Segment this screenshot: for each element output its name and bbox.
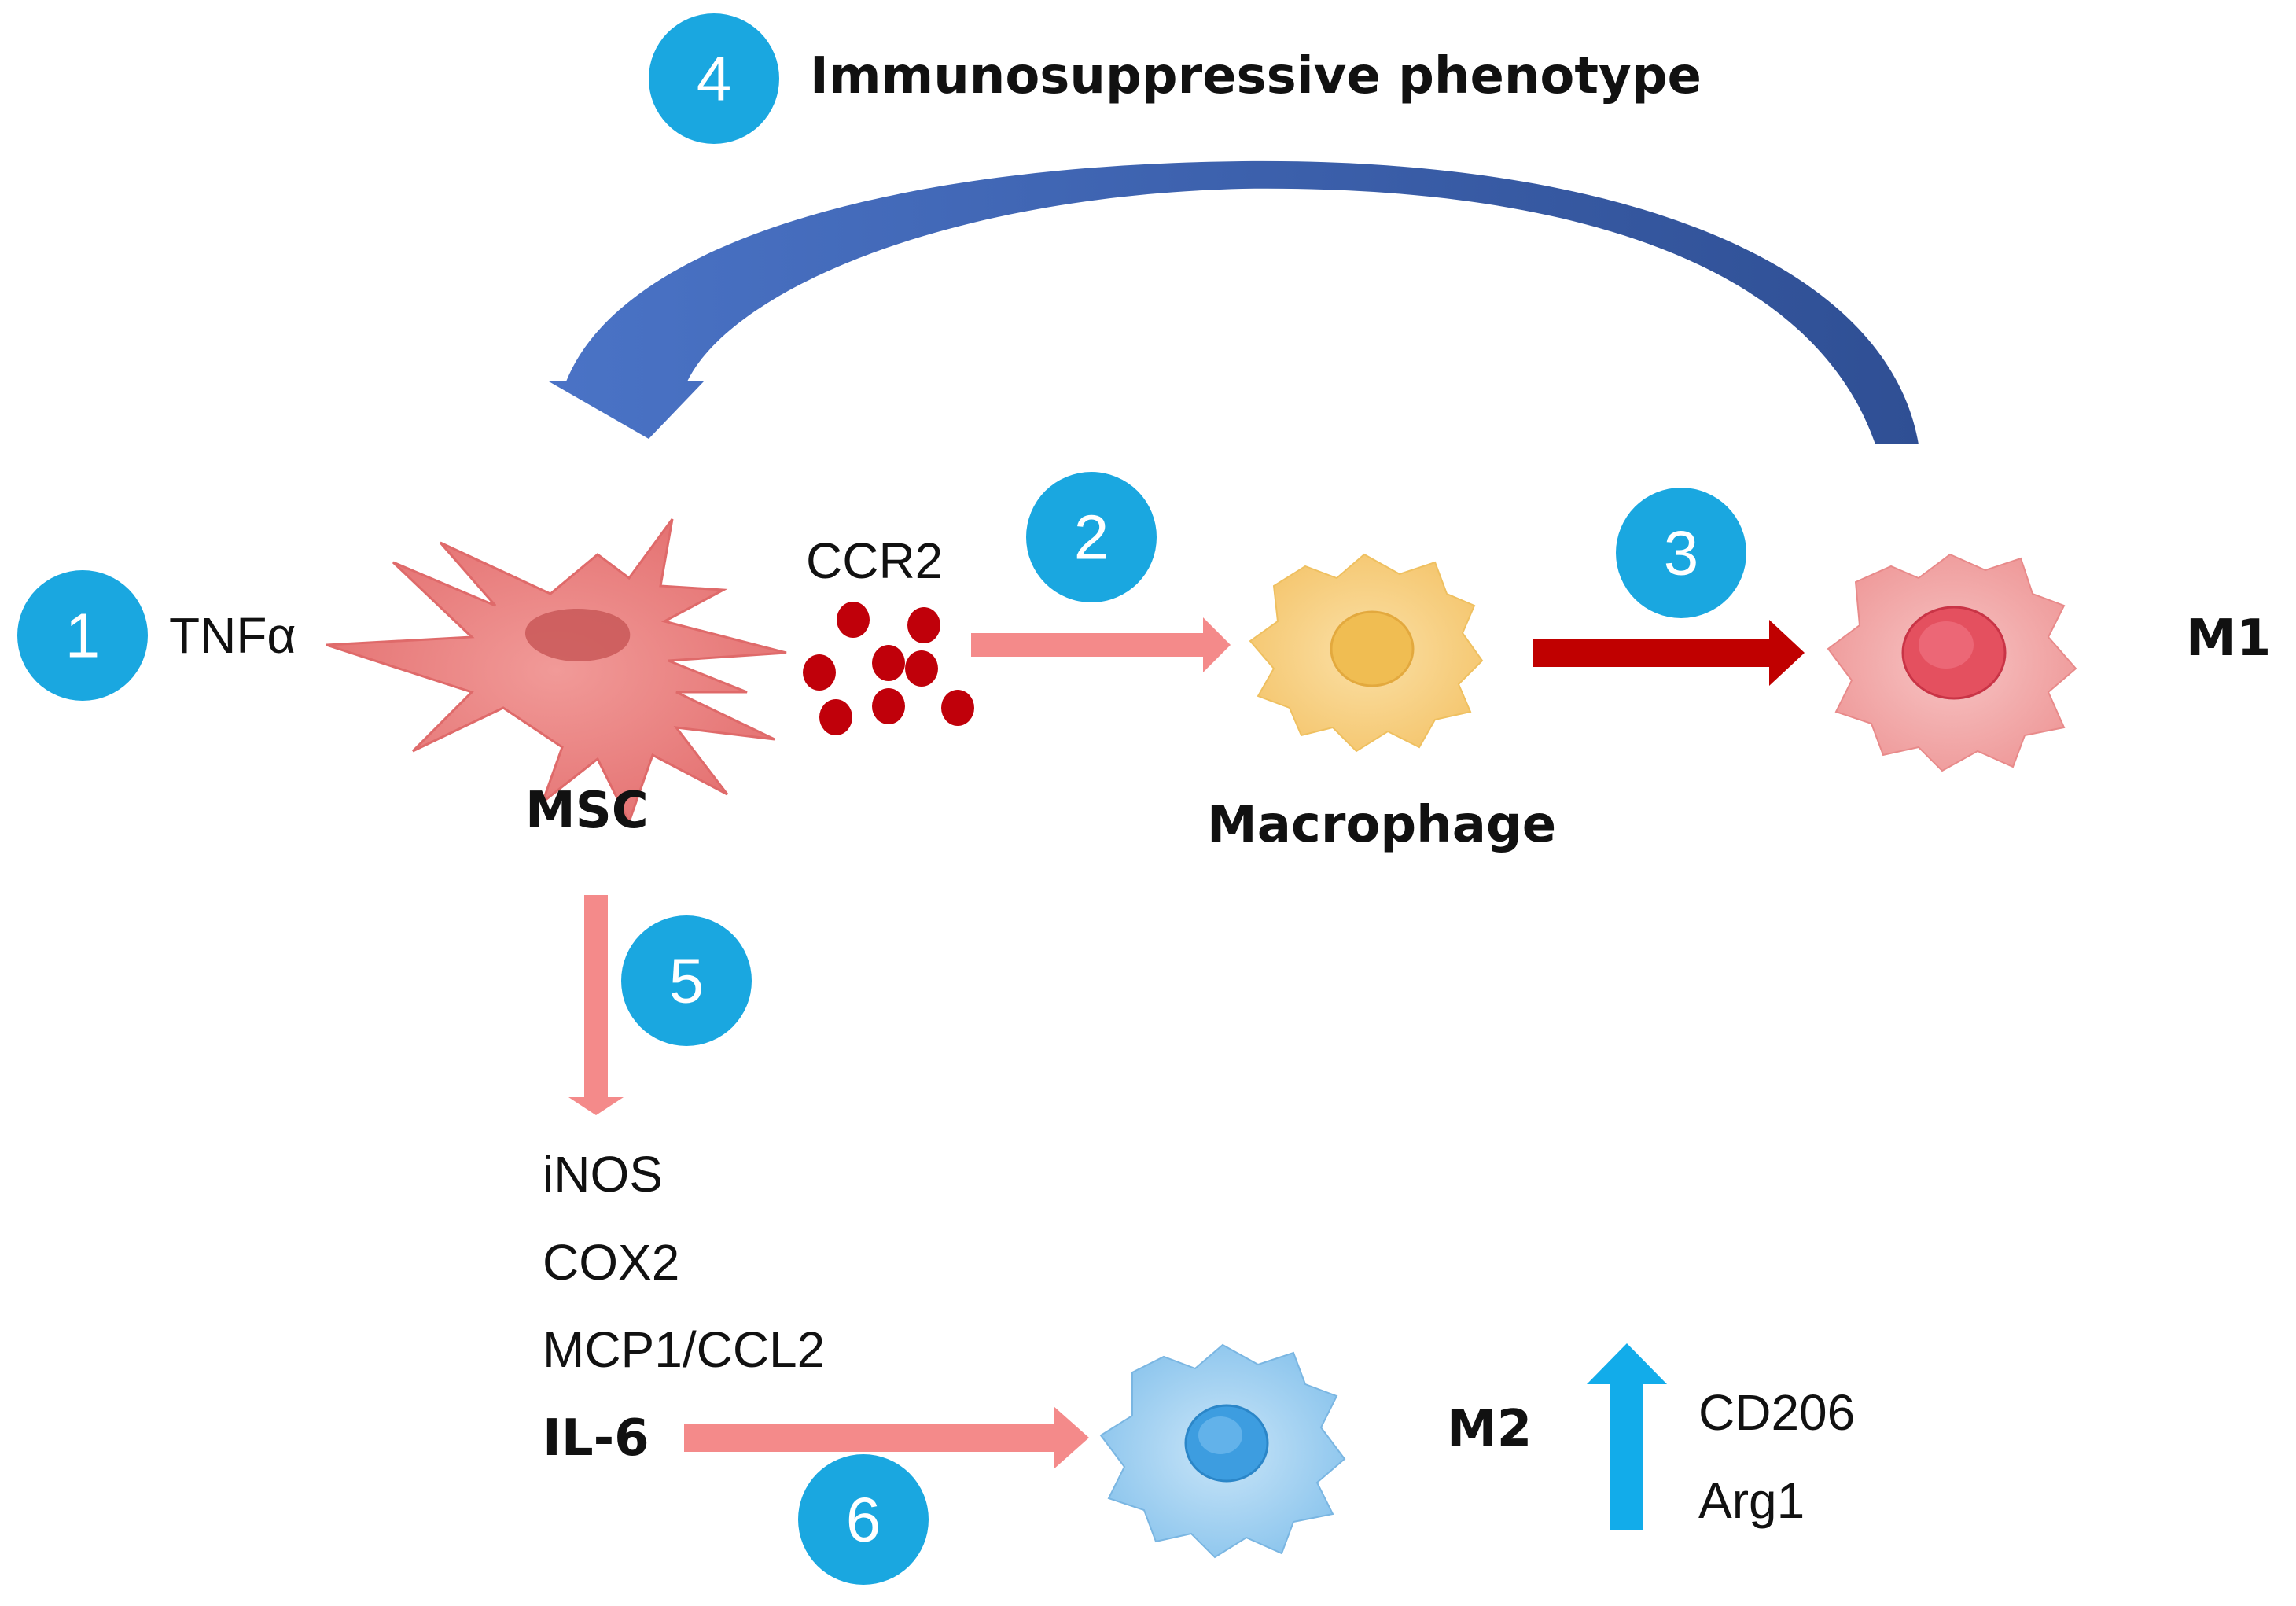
ccr2-dot	[803, 654, 836, 691]
m2-label: M2	[1447, 1400, 1532, 1458]
svg-text:5: 5	[669, 946, 705, 1016]
mcp1-ccl2-label: MCP1/CCL2	[543, 1321, 825, 1378]
macrophage-label: Macrophage	[1207, 796, 1556, 854]
arg1-label: Arg1	[1698, 1472, 1805, 1529]
tnf-label: TNFα	[169, 607, 296, 664]
msc-cell	[326, 518, 787, 825]
m1-cell	[1827, 553, 2077, 772]
ccr2-dot	[907, 607, 940, 643]
cox2-label: COX2	[543, 1234, 679, 1291]
step-badge-6: 6	[798, 1454, 929, 1585]
feedback-arrow	[549, 160, 1919, 444]
inos-label: iNOS	[543, 1146, 663, 1203]
feedback-label: Immunosuppressive phenotype	[810, 47, 1702, 105]
step-badge-5: 5	[621, 915, 752, 1046]
ccr2-dot	[905, 650, 938, 687]
msc-to-macrophage-arrow	[971, 617, 1231, 672]
step-badge-4: 4	[649, 13, 779, 144]
macrophage-to-m1-arrow	[1533, 620, 1805, 686]
step-badge-2: 2	[1026, 472, 1157, 602]
m1-label: M1	[2186, 610, 2271, 668]
il6-to-m2-arrow	[684, 1406, 1089, 1469]
svg-text:2: 2	[1074, 503, 1109, 573]
msc-label: MSC	[525, 782, 649, 840]
svg-text:6: 6	[846, 1485, 881, 1555]
ccr2-dot	[837, 602, 870, 638]
msc-to-mediators-arrow	[568, 895, 624, 1115]
ccr2-dot	[941, 690, 974, 726]
m2-cell	[1099, 1343, 1346, 1559]
svg-text:1: 1	[65, 601, 101, 671]
ccr2-particles	[803, 602, 974, 735]
svg-text:3: 3	[1664, 518, 1699, 588]
ccr2-dot	[872, 645, 905, 681]
step-badge-1: 1	[17, 570, 148, 701]
step-badge-3: 3	[1616, 488, 1746, 618]
ccr2-dot	[872, 688, 905, 724]
il6-label: IL-6	[543, 1409, 649, 1468]
ccr2-label: CCR2	[806, 532, 943, 589]
m2-markers-up-arrow	[1587, 1343, 1667, 1530]
svg-text:4: 4	[697, 44, 732, 114]
macrophage-cell	[1249, 553, 1484, 753]
ccr2-dot	[819, 699, 852, 735]
cd206-label: CD206	[1698, 1384, 1855, 1441]
